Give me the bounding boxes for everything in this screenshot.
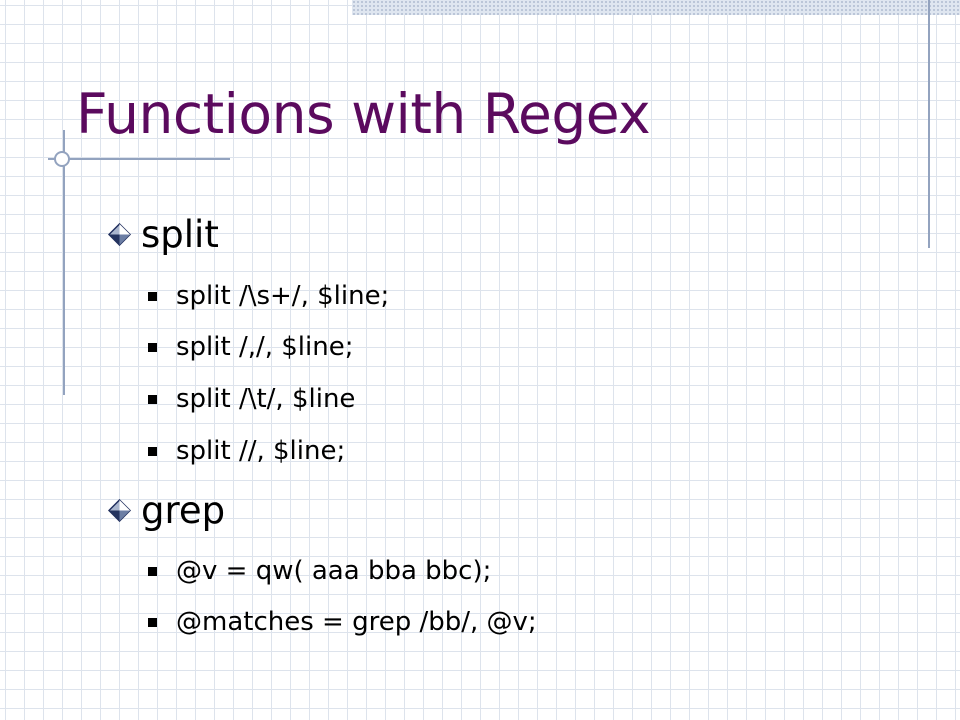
list-item-text: split //, $line;	[176, 436, 346, 466]
list-item: split /\t/, $line	[148, 382, 355, 416]
diamond-bullet-icon	[108, 222, 131, 246]
list-item: @matches = grep /bb/, @v;	[148, 605, 537, 639]
list-item: @v = qw( aaa bba bbc);	[148, 554, 491, 588]
bullet-split: split	[108, 212, 219, 256]
square-bullet-icon	[148, 617, 157, 627]
section-heading: grep	[141, 488, 226, 532]
list-item: split /,/, $line;	[148, 330, 354, 364]
list-item-text: @v = qw( aaa bba bbc);	[176, 556, 492, 586]
title-underline-rule	[48, 158, 230, 160]
square-bullet-icon	[148, 446, 157, 456]
list-item: split /\s+/, $line;	[148, 279, 389, 313]
right-decorative-line	[928, 0, 930, 248]
square-bullet-icon	[148, 342, 157, 352]
list-item-text: split /\s+/, $line;	[176, 281, 390, 311]
list-item-text: split /,/, $line;	[176, 332, 354, 362]
bullet-grep: grep	[108, 488, 226, 532]
square-bullet-icon	[148, 566, 157, 576]
square-bullet-icon	[148, 394, 157, 404]
section-heading: split	[141, 212, 219, 256]
list-item: split //, $line;	[148, 434, 345, 468]
left-decorative-line	[63, 130, 65, 395]
top-decorative-bar	[352, 0, 960, 15]
square-bullet-icon	[148, 291, 157, 301]
list-item-text: split /\t/, $line	[176, 384, 356, 414]
slide-title: Functions with Regex	[76, 82, 651, 146]
target-circle-icon	[54, 151, 70, 167]
diamond-bullet-icon	[108, 498, 131, 522]
list-item-text: @matches = grep /bb/, @v;	[176, 607, 537, 637]
